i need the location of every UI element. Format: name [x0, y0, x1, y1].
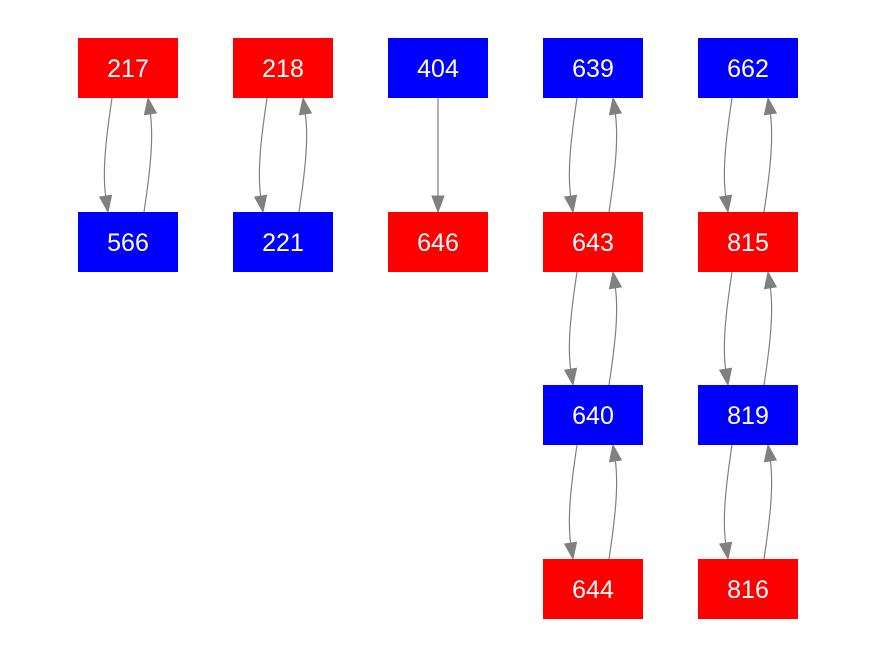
edge-217-to-566 [103, 97, 113, 199]
edge-662-to-815-arrowhead [718, 194, 733, 214]
node-646: 646 [388, 212, 488, 272]
edge-640-to-643 [608, 285, 618, 386]
node-640-label: 640 [572, 402, 614, 430]
node-819: 819 [698, 385, 798, 445]
edge-644-to-640 [608, 458, 618, 560]
edge-218-to-221 [258, 97, 268, 199]
edge-639-to-643 [568, 97, 578, 199]
node-566-label: 566 [107, 229, 149, 257]
node-404: 404 [388, 38, 488, 98]
node-217-label: 217 [107, 55, 149, 83]
node-815-label: 815 [727, 229, 769, 257]
edge-640-to-643-arrowhead [608, 270, 623, 290]
node-639-box [543, 38, 643, 98]
edge-643-to-639 [608, 111, 618, 213]
node-566: 566 [78, 212, 178, 272]
edge-643-to-640-arrowhead [563, 367, 578, 387]
edge-217-to-566-arrowhead [98, 194, 113, 214]
nodes-layer: 217 566 218 221 404 646 639 643 640 644 662 815 819 8… [78, 38, 798, 619]
edge-643-to-640 [568, 271, 578, 372]
node-815: 815 [698, 212, 798, 272]
edge-819-to-815 [763, 285, 773, 386]
edge-819-to-815-arrowhead [763, 270, 778, 290]
edge-640-to-644 [568, 444, 578, 546]
edge-566-to-217 [143, 111, 153, 213]
node-643-label: 643 [572, 229, 614, 257]
node-217: 217 [78, 38, 178, 98]
node-816-label: 816 [727, 576, 769, 604]
node-218-box [233, 38, 333, 98]
node-646-label: 646 [417, 229, 459, 257]
edge-816-to-819 [763, 458, 773, 560]
node-816: 816 [698, 559, 798, 619]
node-218-label: 218 [262, 55, 304, 83]
edge-815-to-662 [763, 111, 773, 213]
node-644-label: 644 [572, 576, 614, 604]
node-221: 221 [233, 212, 333, 272]
node-404-label: 404 [417, 55, 459, 83]
node-644-box [543, 559, 643, 619]
node-221-label: 221 [262, 229, 304, 257]
node-662: 662 [698, 38, 798, 98]
node-639-label: 639 [572, 55, 614, 83]
edge-643-to-639-arrowhead [608, 96, 623, 116]
edge-662-to-815 [723, 97, 733, 199]
edge-639-to-643-arrowhead [563, 194, 578, 214]
edges-layer [98, 96, 778, 561]
edge-218-to-221-arrowhead [253, 194, 268, 214]
edge-819-to-816-arrowhead [718, 541, 733, 561]
node-646-box [388, 212, 488, 272]
edge-819-to-816 [723, 444, 733, 546]
edge-404-to-646-arrowhead [431, 195, 445, 214]
node-640-box [543, 385, 643, 445]
node-640: 640 [543, 385, 643, 445]
edge-566-to-217-arrowhead [143, 96, 158, 116]
node-816-box [698, 559, 798, 619]
node-217-box [78, 38, 178, 98]
node-639: 639 [543, 38, 643, 98]
edge-640-to-644-arrowhead [563, 541, 578, 561]
node-643-box [543, 212, 643, 272]
node-662-label: 662 [727, 55, 769, 83]
edge-221-to-218-arrowhead [298, 96, 313, 116]
node-819-box [698, 385, 798, 445]
node-662-box [698, 38, 798, 98]
edge-815-to-662-arrowhead [763, 96, 778, 116]
node-643: 643 [543, 212, 643, 272]
node-566-box [78, 212, 178, 272]
edge-221-to-218 [298, 111, 308, 213]
edge-644-to-640-arrowhead [608, 443, 623, 463]
node-644: 644 [543, 559, 643, 619]
edge-815-to-819 [723, 271, 733, 372]
node-404-box [388, 38, 488, 98]
node-815-box [698, 212, 798, 272]
node-221-box [233, 212, 333, 272]
edge-816-to-819-arrowhead [763, 443, 778, 463]
node-218: 218 [233, 38, 333, 98]
edge-815-to-819-arrowhead [718, 367, 733, 387]
node-819-label: 819 [727, 402, 769, 430]
